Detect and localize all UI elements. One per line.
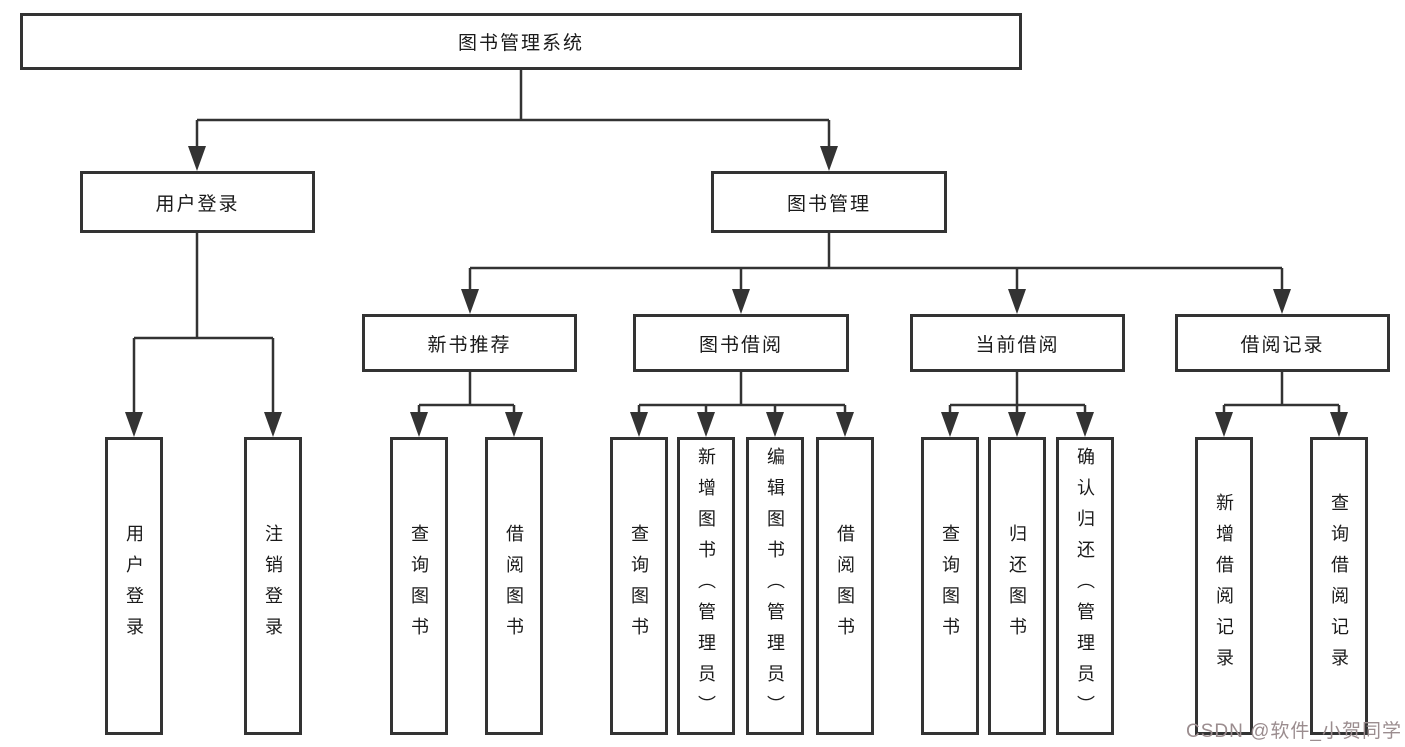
connector-root-to-level2 bbox=[195, 70, 831, 150]
arrowhead-icon-level2 bbox=[188, 146, 838, 171]
leaf-confirm-return-admin: 确认归还（管理员） bbox=[1056, 437, 1114, 735]
node-new-book-recommend: 新书推荐 bbox=[362, 314, 577, 372]
watermark: CSDN @软件_小贺同学 bbox=[1186, 721, 1402, 742]
node-user-login: 用户登录 bbox=[80, 171, 315, 233]
leaf-query-book-1: 查询图书 bbox=[390, 437, 448, 735]
node-current-borrow: 当前借阅 bbox=[910, 314, 1125, 372]
node-book-management: 图书管理 bbox=[711, 171, 947, 233]
leaf-query-borrow-record: 查询借阅记录 bbox=[1310, 437, 1368, 735]
connector-current-borrow-to-leaves bbox=[948, 372, 1087, 416]
leaf-return-book: 归还图书 bbox=[988, 437, 1046, 735]
connector-book-management-to-level3 bbox=[468, 233, 1284, 292]
arrowhead-icon-leaves bbox=[125, 412, 1348, 437]
leaf-query-book-3: 查询图书 bbox=[921, 437, 979, 735]
leaf-add-book-admin: 新增图书（管理员） bbox=[677, 437, 735, 735]
node-borrow-record: 借阅记录 bbox=[1175, 314, 1390, 372]
leaf-borrow-book-1: 借阅图书 bbox=[485, 437, 543, 735]
leaf-borrow-book-2: 借阅图书 bbox=[816, 437, 874, 735]
connector-borrow-record-to-leaves bbox=[1222, 372, 1341, 416]
connector-book-borrow-to-leaves bbox=[637, 372, 847, 416]
leaf-user-login: 用户登录 bbox=[105, 437, 163, 735]
arrowhead-icon-level3 bbox=[461, 289, 1291, 314]
leaf-edit-book-admin: 编辑图书（管理员） bbox=[746, 437, 804, 735]
node-root-system: 图书管理系统 bbox=[20, 13, 1022, 70]
leaf-query-book-2: 查询图书 bbox=[610, 437, 668, 735]
leaf-logout: 注销登录 bbox=[244, 437, 302, 735]
connector-user-login-to-leaves bbox=[132, 233, 275, 416]
connector-new-book-to-leaves bbox=[417, 372, 516, 416]
leaf-add-borrow-record: 新增借阅记录 bbox=[1195, 437, 1253, 735]
node-book-borrow: 图书借阅 bbox=[633, 314, 849, 372]
